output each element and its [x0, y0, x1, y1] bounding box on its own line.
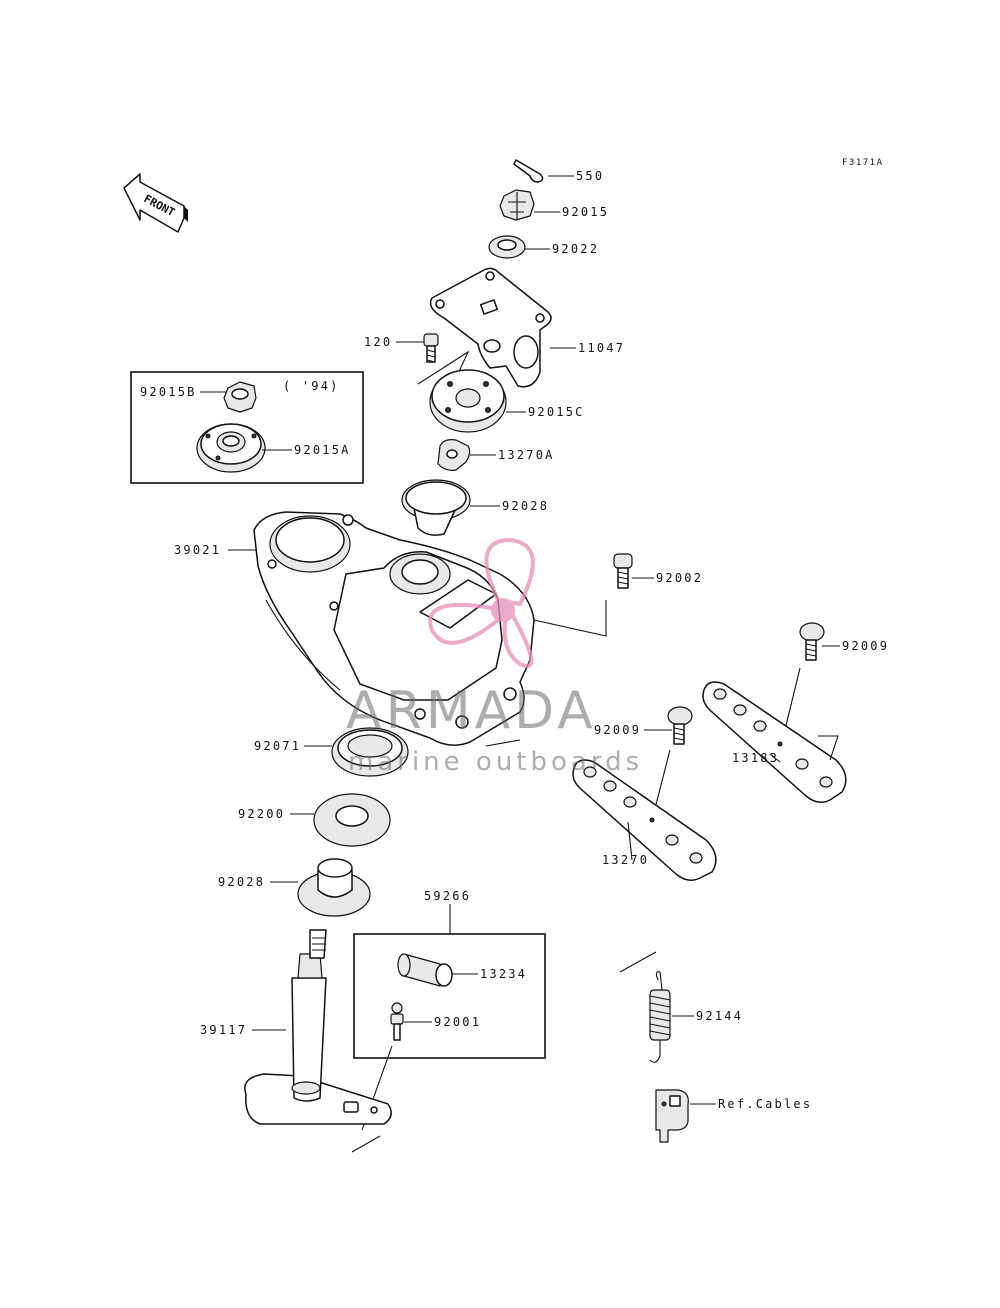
kit-box-59266: [353, 933, 546, 1059]
inset-note: ( '94): [283, 379, 340, 393]
label-92009-middle: 92009: [594, 723, 641, 737]
part-cable-bracket: [655, 1089, 716, 1143]
label-92144: 92144: [696, 1009, 743, 1023]
part-92071-seal: [304, 727, 409, 777]
part-92015a-mount: [196, 423, 292, 473]
part-92015c-plate: [429, 369, 526, 433]
label-13183: 13183: [732, 751, 779, 765]
watermark-brand: ARMADA: [346, 681, 597, 741]
label-13234: 13234: [480, 967, 527, 981]
part-11047-bracket: [429, 267, 576, 388]
part-92015b-nut: [200, 381, 257, 413]
part-13270-arm: [572, 759, 717, 881]
watermark-propeller-icon: [428, 537, 535, 668]
part-13234-pin: [397, 953, 478, 987]
front-arrow-icon: FRONT: [123, 173, 188, 233]
label-13270: 13270: [602, 853, 649, 867]
label-39117: 39117: [200, 1023, 247, 1037]
label-92009-right: 92009: [842, 639, 889, 653]
part-13183-arm: [702, 681, 847, 803]
part-13270a-stopper: [437, 439, 496, 471]
part-92144-spring: [619, 951, 694, 1063]
label-39021: 39021: [174, 543, 221, 557]
part-92028-bushing-top: [401, 479, 500, 536]
label-92015a: 92015A: [294, 443, 351, 457]
part-92028-bushing-bottom: [270, 858, 371, 917]
label-13270a: 13270A: [498, 448, 555, 462]
part-92022-washer: [488, 235, 550, 259]
part-39021-housing: [228, 511, 535, 746]
part-92009-bolt-right: [781, 622, 840, 743]
label-ref-cables: Ref.Cables: [718, 1097, 812, 1111]
part-92200-washer: [290, 793, 391, 847]
label-92022: 92022: [552, 242, 599, 256]
watermark-tagline: marine outboards: [348, 747, 643, 777]
label-92200: 92200: [238, 807, 285, 821]
label-92001: 92001: [434, 1015, 481, 1029]
label-92015c: 92015C: [528, 405, 585, 419]
label-120: 120: [364, 335, 392, 349]
part-92015-nut: [499, 189, 560, 221]
label-92071: 92071: [254, 739, 301, 753]
label-59266: 59266: [424, 889, 471, 903]
label-92028-bottom: 92028: [218, 875, 265, 889]
inset-box-94: [130, 371, 364, 484]
label-550: 550: [576, 169, 604, 183]
part-550-cotter-pin: [513, 159, 574, 183]
part-120-bolt: [396, 333, 470, 385]
part-39117-shaft: [244, 929, 392, 1153]
label-92015: 92015: [562, 205, 609, 219]
label-92028-top: 92028: [502, 499, 549, 513]
label-11047: 11047: [578, 341, 625, 355]
label-92015b: 92015B: [140, 385, 197, 399]
part-92009-bolt-middle: [485, 706, 693, 821]
figure-code: F3171A: [842, 158, 884, 168]
label-92002: 92002: [656, 571, 703, 585]
part-92002-bolt: [533, 553, 654, 637]
